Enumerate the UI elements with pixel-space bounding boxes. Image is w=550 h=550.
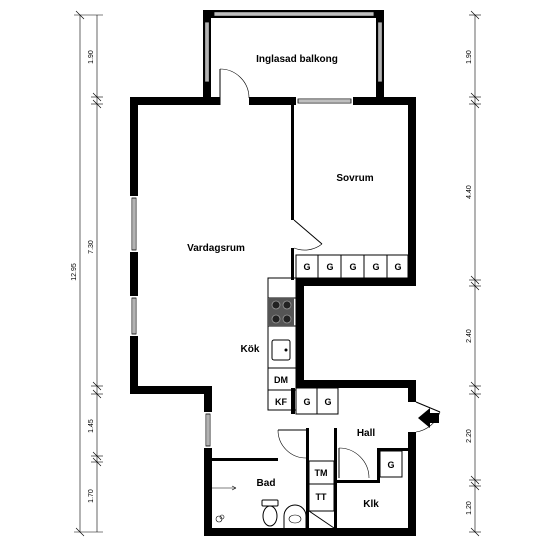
room-label-kitchen: Kök — [241, 344, 260, 355]
outer-walls — [130, 97, 416, 536]
dim-left-seg-3: 1.45 — [88, 419, 95, 433]
hall-wardrobe — [295, 387, 339, 415]
room-label-balcony: Inglasad balkong — [256, 54, 338, 65]
dim-left-seg-2: 7.30 — [88, 240, 95, 254]
laundry-column — [308, 460, 335, 529]
hall-closet-box — [379, 450, 403, 478]
wardrobe-bedroom-2: G — [326, 262, 333, 272]
dim-right-seg-4: 2.20 — [466, 429, 473, 443]
dim-right-seg-3: 2.40 — [466, 329, 473, 343]
entry-arrow-icon — [418, 408, 439, 428]
hall-closet-label: G — [387, 460, 394, 470]
dim-left-total: 12.95 — [71, 263, 78, 281]
dim-left-seg-4: 1.70 — [88, 489, 95, 503]
room-label-bedroom: Sovrum — [336, 173, 373, 184]
room-label-hall: Hall — [357, 428, 376, 439]
room-label-bath: Bad — [257, 478, 276, 489]
dim-right-seg-5: 1.20 — [466, 501, 473, 515]
bedroom-door — [293, 219, 323, 251]
windows — [131, 98, 352, 447]
balcony-door — [219, 68, 250, 105]
bedroom-wardrobe — [295, 254, 409, 279]
room-label-closet: Klk — [363, 499, 379, 510]
wardrobe-bedroom-3: G — [349, 262, 356, 272]
balcony-glazing — [204, 11, 383, 83]
wardrobe-bedroom-4: G — [372, 262, 379, 272]
dimension-lines-right — [469, 10, 481, 537]
dimension-lines-left — [74, 10, 103, 537]
wardrobe-bedroom-5: G — [394, 262, 401, 272]
tumble-dryer-label: TT — [316, 492, 327, 502]
dim-left-seg-1: 1.90 — [88, 50, 95, 64]
dim-right-seg-1: 1.90 — [466, 50, 473, 64]
sink-icon — [271, 339, 291, 361]
dryer-label: TM — [315, 468, 328, 478]
dishwasher-label: DM — [274, 375, 288, 385]
wardrobe-hall-1: G — [303, 397, 310, 407]
interior-walls — [212, 105, 408, 528]
wardrobe-hall-2: G — [324, 397, 331, 407]
washbasin-icon — [283, 504, 307, 528]
shower-icon — [212, 485, 237, 523]
stove-icon — [268, 298, 294, 326]
wardrobe-bedroom-1: G — [303, 262, 310, 272]
toilet-icon — [261, 499, 279, 527]
room-label-living: Vardagsrum — [187, 243, 245, 254]
fridge-freezer-label: KF — [275, 397, 287, 407]
bath-door — [277, 429, 307, 459]
dim-right-seg-2: 4.40 — [466, 185, 473, 199]
closet-door — [338, 447, 370, 479]
